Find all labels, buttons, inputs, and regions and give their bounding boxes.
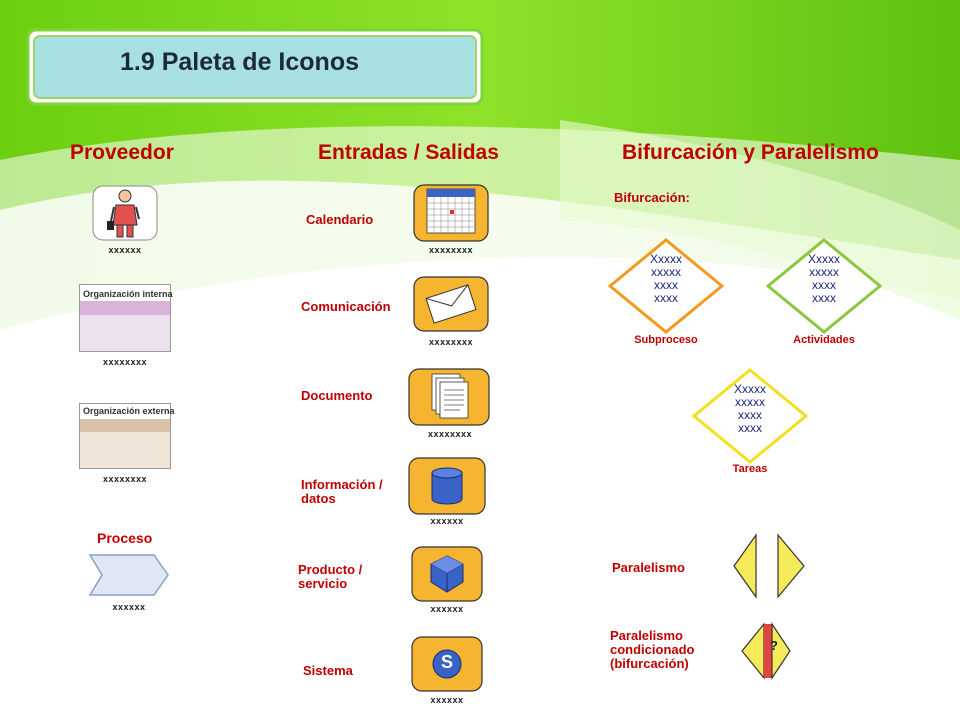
- database-caption: xxxxxx: [430, 516, 464, 526]
- document-icon: [408, 368, 490, 426]
- subproceso-diamond: [608, 238, 724, 334]
- org-internal-title: Organización interna: [83, 289, 173, 299]
- org-internal-icon: [79, 284, 171, 352]
- header-bifurcacion-paralelismo: Bifurcación y Paralelismo: [622, 141, 879, 164]
- title-frame: [26, 28, 484, 106]
- database-icon: [408, 457, 486, 515]
- bifurcacion-label: Bifurcación:: [614, 190, 690, 205]
- system-icon: [411, 636, 483, 692]
- header-entradas-salidas: Entradas / Salidas: [318, 141, 499, 164]
- entrada-label-comunicacion: Comunicación: [301, 299, 391, 314]
- entrada-label-calendario: Calendario: [306, 212, 374, 227]
- page-title: 1.9 Paleta de Iconos: [120, 48, 359, 76]
- tareas-caption: Tareas: [732, 463, 768, 475]
- paralelismo-condicionado-icon: [738, 620, 794, 682]
- person-caption: xxxxxx: [108, 245, 142, 255]
- subproceso-text: Xxxxx xxxxx xxxx xxxx: [649, 252, 682, 305]
- question-mark: ?: [770, 638, 778, 653]
- proceso-label: Proceso: [97, 530, 153, 546]
- header-proveedor: Proveedor: [70, 141, 174, 164]
- proceso-caption: xxxxxx: [112, 602, 146, 612]
- person-icon: [92, 185, 158, 241]
- entrada-label-informacion-datos: Información / datos: [301, 477, 383, 506]
- subproceso-caption: Subproceso: [634, 334, 698, 346]
- system-caption: xxxxxx: [430, 695, 464, 705]
- paralelismo-condicionado-label: Paralelismo condicionado (bifurcación): [610, 628, 695, 671]
- paralelismo-icon: [733, 533, 805, 599]
- tareas-diamond: [692, 368, 808, 464]
- entrada-label-documento: Documento: [301, 388, 373, 403]
- envelope-caption: xxxxxxxx: [428, 337, 474, 347]
- cube-icon: [411, 546, 483, 602]
- org-external-icon: [79, 403, 171, 469]
- system-letter: S: [440, 652, 453, 672]
- org-external-caption: xxxxxxxx: [102, 474, 148, 484]
- cube-caption: xxxxxx: [430, 604, 464, 614]
- tareas-text: Xxxxx xxxxx xxxx xxxx: [733, 382, 766, 435]
- process-chevron-icon: [88, 554, 169, 596]
- actividades-caption: Actividades: [793, 334, 855, 346]
- org-external-title: Organización externa: [83, 406, 175, 416]
- document-caption: xxxxxxxx: [427, 429, 473, 439]
- actividades-diamond: [766, 238, 882, 334]
- paralelismo-label: Paralelismo: [612, 560, 685, 575]
- entrada-label-producto-servicio: Producto / servicio: [298, 562, 363, 591]
- envelope-icon: [413, 276, 489, 332]
- entrada-label-sistema: Sistema: [303, 663, 353, 678]
- actividades-text: Xxxxx xxxxx xxxx xxxx: [807, 252, 840, 305]
- org-internal-caption: xxxxxxxx: [102, 357, 148, 367]
- calendar-caption: xxxxxxxx: [428, 245, 474, 255]
- calendar-icon: [413, 184, 489, 242]
